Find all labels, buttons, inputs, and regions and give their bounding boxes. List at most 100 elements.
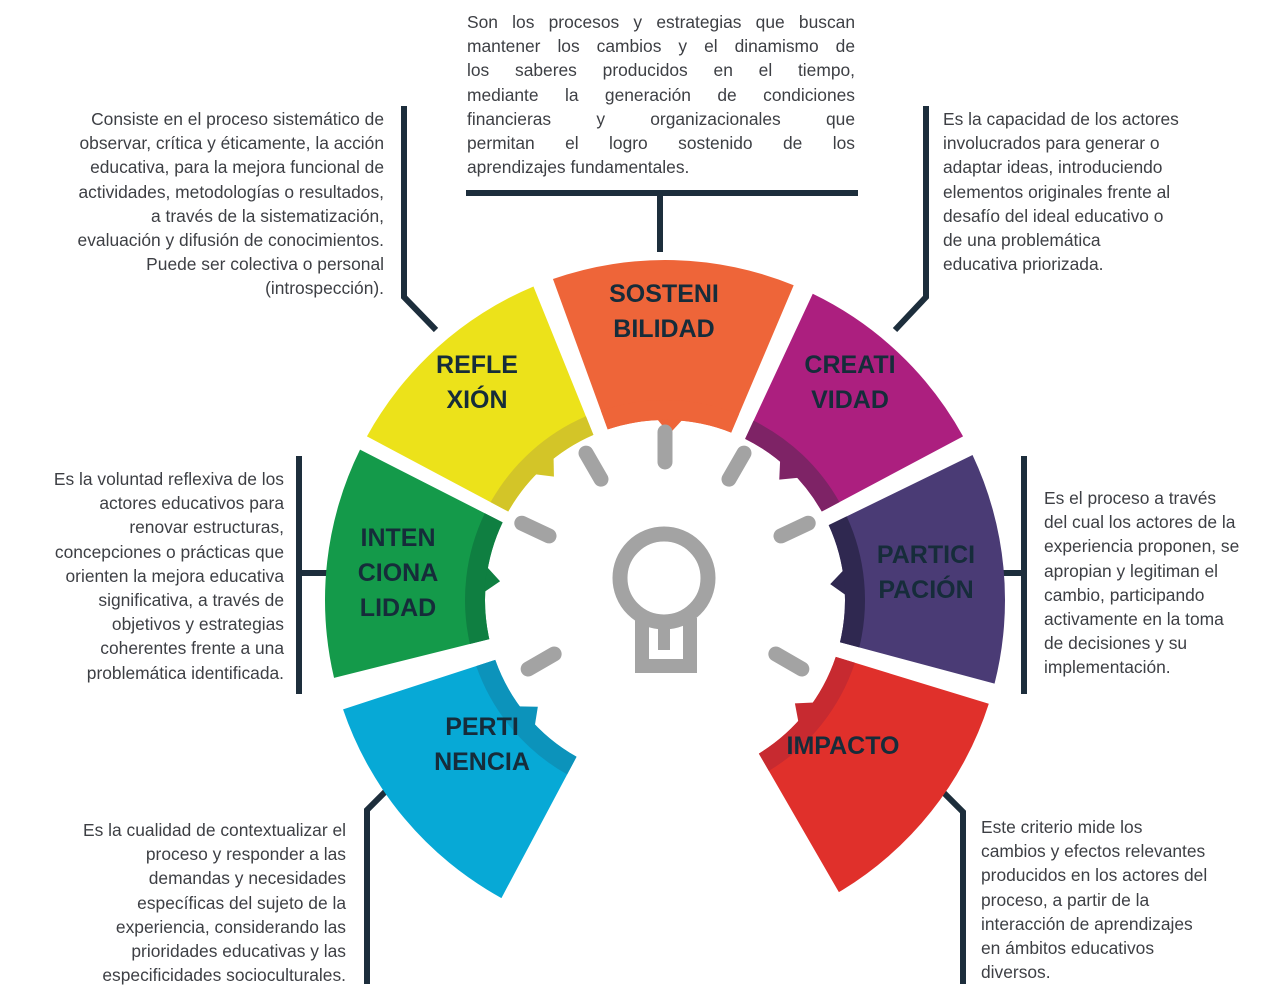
bulb-glass bbox=[612, 526, 716, 630]
pertinencia-description-line: proceso y responder a las bbox=[145, 844, 346, 865]
participacion-description-line: apropian y legitiman el bbox=[1044, 560, 1219, 581]
reflexion-label: XIÓN bbox=[446, 384, 507, 414]
impacto-segment-shape bbox=[758, 656, 989, 893]
intencionalidad-segment-shape bbox=[324, 449, 503, 678]
impacto-pointer bbox=[794, 702, 815, 723]
impacto-description: Este criterio mide los cambios y efectos … bbox=[981, 815, 1271, 984]
intencionalidad-description-line: objetivos y estrategias bbox=[111, 614, 284, 635]
impacto-description-line: en ámbitos educativos bbox=[981, 938, 1155, 959]
impacto-inner-band bbox=[758, 656, 855, 771]
creatividad-label: CREATI bbox=[804, 351, 895, 379]
pertinencia-description: Es la cualidad de contextualizar el proce… bbox=[10, 818, 346, 987]
bulb-ray bbox=[514, 515, 557, 544]
participacion-description-line: de decisiones y su bbox=[1044, 633, 1188, 654]
participacion-segment-shape bbox=[828, 455, 1005, 684]
intencionalidad-description-line: actores educativos para bbox=[99, 493, 284, 514]
reflexion-description-line: Puede ser colectiva o personal bbox=[146, 254, 384, 275]
impacto-description-line: cambios y efectos relevantes bbox=[981, 841, 1206, 862]
intencionalidad-pointer bbox=[484, 567, 501, 593]
participacion-description-line: Es el proceso a través bbox=[1044, 488, 1217, 508]
intencionalidad-description-line: coherentes frente a una bbox=[100, 638, 284, 659]
creatividad-description-line: de una problemática bbox=[943, 230, 1101, 251]
participacion-description-line: activamente en la toma bbox=[1044, 609, 1224, 630]
intencionalidad-description-line: problemática identificada. bbox=[86, 662, 284, 683]
impacto-description-line: proceso, a partir de la bbox=[981, 889, 1150, 910]
impacto-description-line: producidos en los actores del bbox=[981, 865, 1208, 886]
pertinencia-label: NENCIA bbox=[434, 748, 530, 776]
bulb-base bbox=[635, 618, 697, 673]
sostenibilidad-description-line: mediante la generación de condiciones bbox=[467, 84, 855, 105]
intencionalidad-label: LIDAD bbox=[360, 594, 436, 622]
participacion-description-line: experiencia proponen, se bbox=[1044, 536, 1240, 557]
participacion-label: PACIÓN bbox=[878, 574, 973, 604]
impacto-connector bbox=[930, 779, 966, 984]
pertinencia-segment-shape bbox=[343, 659, 577, 899]
reflexion-description-line: evaluación y difusión de conocimientos. bbox=[77, 230, 384, 251]
reflexion-description-line: observar, crítica y éticamente, la acció… bbox=[79, 133, 384, 154]
intencionalidad-description: Es la voluntad reflexiva de los actores e… bbox=[8, 467, 284, 685]
participacion-description-line: implementación. bbox=[1044, 657, 1171, 678]
participacion-pointer bbox=[830, 570, 846, 596]
sostenibilidad-description-line: aprendizajes fundamentales. bbox=[467, 157, 690, 178]
impacto-description-line: diversos. bbox=[981, 962, 1051, 983]
sostenibilidad-description-line: permitan el logro sostenido de los bbox=[467, 133, 855, 154]
reflexion-description-line: (introspección). bbox=[265, 278, 384, 299]
participacion-description-line: del cual los actores de la bbox=[1044, 512, 1236, 533]
bulb-ray bbox=[721, 445, 752, 487]
sostenibilidad-description-line: financieras y organizacionales que bbox=[467, 108, 855, 129]
creatividad-description-line: educativa priorizada. bbox=[943, 254, 1104, 275]
sostenibilidad-label: BILIDAD bbox=[613, 315, 714, 343]
intencionalidad-label: INTEN bbox=[361, 524, 436, 552]
creatividad-label: VIDAD bbox=[811, 386, 889, 414]
segment-reflexion: REFLE XIÓN bbox=[366, 286, 594, 512]
intencionalidad-description-line: significativa, a través de bbox=[98, 590, 284, 611]
intencionalidad-description-line: Es la voluntad reflexiva de los bbox=[53, 469, 284, 489]
sostenibilidad-description-line: Son los procesos y estrategias que busca… bbox=[467, 12, 855, 32]
impacto-description-line: Este criterio mide los bbox=[981, 817, 1143, 837]
reflexion-inner-band bbox=[490, 416, 594, 512]
creatividad-connector bbox=[892, 106, 929, 333]
sostenibilidad-description: Son los procesos y estrategias que busca… bbox=[467, 10, 855, 179]
impacto-label: IMPACTO bbox=[787, 732, 900, 760]
lightbulb-icon bbox=[514, 424, 816, 677]
bulb-ray bbox=[768, 646, 810, 677]
bulb-ray bbox=[520, 646, 562, 677]
creatividad-description-line: elementos originales frente al bbox=[943, 181, 1171, 202]
pertinencia-description-line: Es la cualidad de contextualizar el bbox=[83, 820, 346, 840]
pertinencia-description-line: especificidades socioculturales. bbox=[102, 965, 346, 986]
creatividad-pointer bbox=[779, 460, 799, 480]
reflexion-description-line: educativa, para la mejora funcional de bbox=[90, 157, 384, 178]
pertinencia-inner-band bbox=[476, 659, 577, 775]
sostenibilidad-description-line: los saberes producidos en el tiempo, bbox=[467, 60, 855, 81]
impacto-description-line: interacción de aprendizajes bbox=[981, 913, 1193, 934]
pertinencia-pointer bbox=[518, 706, 538, 726]
bulb-ray bbox=[773, 515, 816, 544]
reflexion-description-line: a través de la sistematización, bbox=[151, 205, 384, 226]
participacion-description: Es el proceso a través del cual los actor… bbox=[1044, 486, 1276, 680]
reflexion-pointer bbox=[534, 457, 554, 477]
pertinencia-connector bbox=[364, 777, 400, 984]
segment-pertinencia: PERTI NENCIA bbox=[343, 659, 577, 899]
pertinencia-description-line: prioridades educativas y las bbox=[131, 941, 346, 962]
intencionalidad-description-line: renovar estructuras, bbox=[129, 517, 284, 538]
segment-creatividad: CREATI VIDAD bbox=[745, 293, 964, 512]
sostenibilidad-description-line: mantener los cambios y el dinamismo de bbox=[467, 36, 855, 57]
pertinencia-description-line: demandas y necesidades bbox=[148, 868, 346, 889]
creatividad-description-line: Es la capacidad de los actores bbox=[943, 109, 1179, 129]
creatividad-inner-band bbox=[745, 420, 840, 512]
segment-impacto: IMPACTO bbox=[758, 656, 989, 893]
sostenibilidad-segment-shape bbox=[552, 260, 794, 433]
intencionalidad-inner-band bbox=[464, 513, 503, 645]
bulb-ray bbox=[578, 445, 609, 487]
pertinencia-label: PERTI bbox=[445, 713, 519, 741]
wheel-segments: REFLE XIÓN SOSTENI BILIDAD CREATI VIDAD PARTIC… bbox=[324, 260, 1005, 899]
reflexion-label: REFLE bbox=[436, 351, 518, 379]
intencionalidad-description-line: concepciones o prácticas que bbox=[54, 541, 284, 562]
participacion-description-line: cambio, participando bbox=[1044, 584, 1205, 605]
sostenibilidad-label: SOSTENI bbox=[609, 280, 719, 308]
reflexion-description-line: actividades, metodologías o resultados, bbox=[78, 181, 384, 202]
